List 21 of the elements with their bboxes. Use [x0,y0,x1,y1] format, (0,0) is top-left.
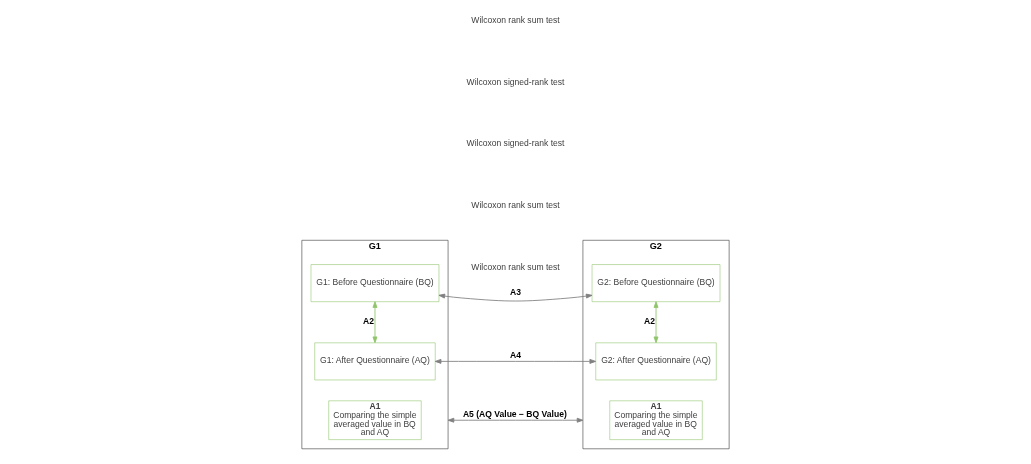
arrow [434,358,597,364]
label: Wilcoxon rank sum test [471,261,560,272]
label: Wilcoxon rank sum test [471,14,560,25]
node-box: A1 Comparing the simple averaged value in BQ and AQ [609,400,703,440]
arrow [438,293,593,302]
edge-label: A2 [644,315,655,326]
edge-label: A4 [510,349,522,360]
arrow [372,301,378,344]
node-box: G1: After Questionnaire (AQ) [314,342,436,381]
node-box: G2: After Questionnaire (AQ) [595,342,717,381]
node-box: G2: Before Questionnaire (BQ) [591,264,721,302]
label: Wilcoxon signed-rank test [466,138,565,149]
label: Wilcoxon rank sum test [471,200,560,211]
arrow [653,301,659,344]
edge-label: A3 [510,286,522,297]
arrow [447,417,584,423]
edge-label: A5 (AQ Value − BQ Value) [462,408,567,419]
node-box: G1: Before Questionnaire (BQ) [310,264,440,302]
label: Wilcoxon signed-rank test [466,76,565,87]
node-box: A1 Comparing the simple averaged value in BQ and AQ [328,400,422,440]
edge-label: A2 [362,315,374,326]
